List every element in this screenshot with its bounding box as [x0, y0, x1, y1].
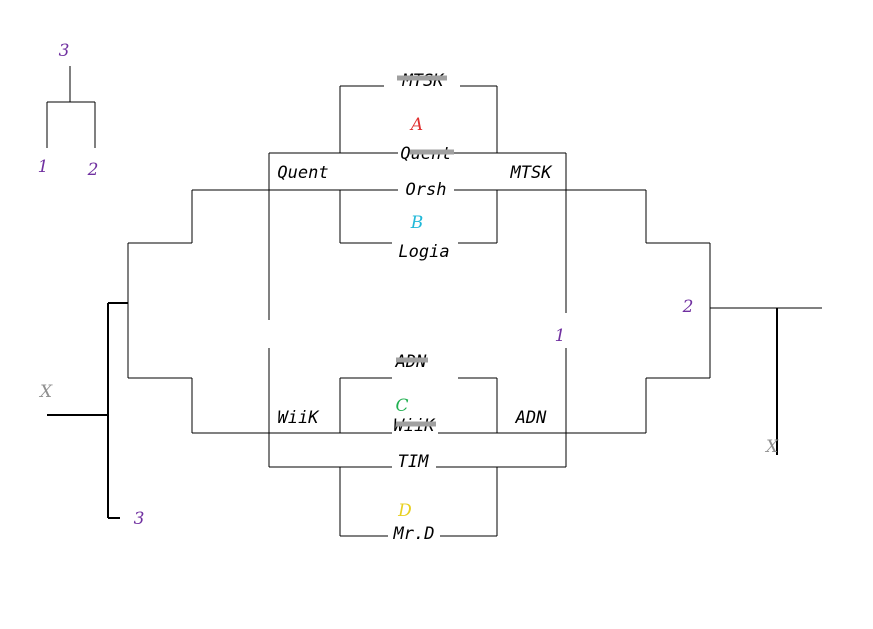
left-final-lines [107, 302, 128, 518]
legend-lines [46, 66, 96, 148]
team-mrd: Mr.D [393, 524, 435, 544]
team-wiik-left: WiiK [278, 408, 321, 428]
left-bracket: X 3 [38, 190, 193, 529]
label-two-right: 2 [682, 297, 694, 317]
group-a-lines [339, 85, 498, 153]
label-three-bottom: 3 [134, 509, 145, 529]
team-quent-left: Quent [277, 163, 328, 183]
legend-left-number: 1 [38, 157, 49, 177]
left-bracket-lines [127, 190, 193, 433]
group-b-lines [339, 190, 498, 244]
legend-right-number: 2 [87, 160, 99, 180]
group-c-label: C [395, 396, 408, 416]
group-b-box: Orsh B Logia [192, 180, 646, 262]
legend: 3 1 2 [38, 41, 99, 180]
team-mtsk-right: MTSK [510, 163, 554, 183]
group-b-label: B [410, 213, 424, 233]
group-d-lines [339, 467, 498, 537]
group-c-lines [339, 377, 498, 433]
group-a-box: MTSK A [339, 71, 498, 153]
label-x-right: X [764, 437, 779, 457]
left-entry-lines [47, 414, 120, 519]
upper-semi-sides [268, 153, 567, 320]
group-c-box: ADN C WiiK WiiK ADN [192, 348, 646, 467]
group-d-label: D [397, 501, 412, 521]
upper-semifinal-box: Quent Quent MTSK [268, 144, 567, 320]
team-adn-right: ADN [515, 408, 547, 428]
label-x-left: X [38, 382, 53, 402]
label-one-mid: 1 [555, 326, 566, 346]
team-tim: TIM [398, 452, 429, 472]
group-a-label: A [409, 115, 423, 135]
right-bracket-lines [645, 190, 711, 433]
team-mtsk-top: MTSK [402, 71, 446, 91]
team-orsh: Orsh [406, 180, 447, 200]
legend-top-number: 3 [59, 41, 70, 61]
right-bracket: 2 X 1 [555, 190, 822, 457]
group-d-box: TIM D Mr.D [269, 452, 566, 544]
lower-semi-sides [268, 348, 567, 467]
team-logia: Logia [398, 242, 449, 262]
